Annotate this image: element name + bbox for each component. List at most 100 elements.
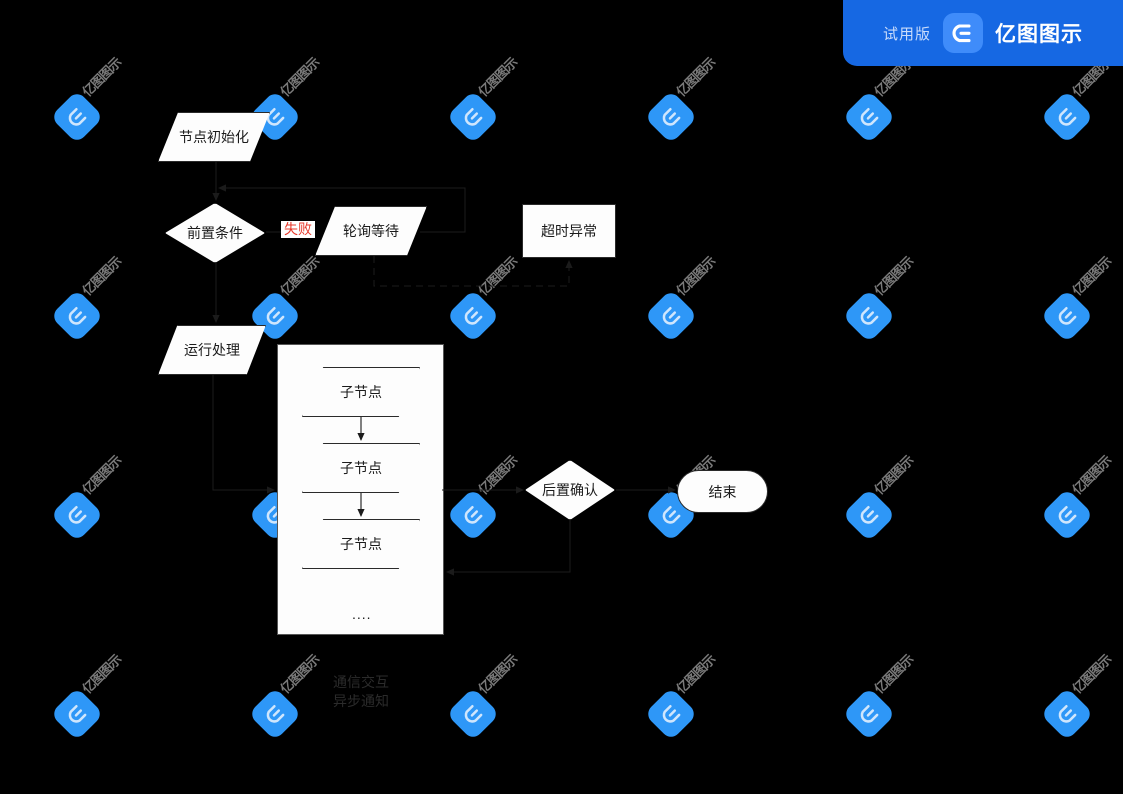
edraw-watermark-icon (446, 289, 500, 343)
edraw-watermark-icon (644, 289, 698, 343)
footnote-异步通知: 异步通知 (333, 693, 389, 709)
watermark-glyph-icon (1040, 90, 1094, 144)
node-子节点-1[interactable]: 子节点 (302, 367, 420, 417)
watermark-mark: 亿图图示 (446, 55, 546, 144)
watermark-mark: 亿图图示 (1040, 652, 1123, 741)
edraw-watermark-icon (644, 687, 698, 741)
edraw-watermark-icon (446, 687, 500, 741)
watermark-text: 亿图图示 (79, 651, 124, 697)
node-超时异常[interactable]: 超时异常 (522, 204, 616, 258)
watermark-mark: 亿图图示 (842, 652, 942, 741)
watermark-glyph-icon (50, 488, 104, 542)
brand-name: 亿图图示 (995, 23, 1083, 46)
node-label: 子节点 (340, 536, 382, 552)
edge-postconf-return (446, 520, 571, 576)
watermark-mark: 亿图图示 (1040, 55, 1123, 144)
edraw-watermark-icon (842, 289, 896, 343)
node-label: 后置确认 (542, 482, 598, 498)
watermark-text: 亿图图示 (79, 452, 124, 498)
watermark-text: 亿图图示 (277, 54, 322, 100)
watermark-mark: 亿图图示 (446, 254, 546, 343)
watermark-glyph-icon (50, 687, 104, 741)
watermark-glyph-icon (50, 289, 104, 343)
watermark-glyph-icon (842, 289, 896, 343)
watermark-text: 亿图图示 (871, 253, 916, 299)
edraw-watermark-icon (1040, 90, 1094, 144)
edraw-watermark-icon (842, 90, 896, 144)
watermark-text: 亿图图示 (1069, 253, 1114, 299)
watermark-glyph-icon (446, 687, 500, 741)
node-运行处理[interactable]: 运行处理 (158, 325, 266, 375)
watermark-text: 亿图图示 (1069, 452, 1114, 498)
ellipsis-label: .... (352, 606, 372, 622)
watermark-glyph-icon (1040, 289, 1094, 343)
watermark-text: 亿图图示 (871, 651, 916, 697)
node-label: 运行处理 (184, 342, 240, 358)
edraw-watermark-icon (50, 687, 104, 741)
watermark-mark: 亿图图示 (248, 55, 348, 144)
watermark-text: 亿图图示 (475, 54, 520, 100)
watermark-mark: 亿图图示 (842, 55, 942, 144)
watermark-text: 亿图图示 (475, 452, 520, 498)
watermark-mark: 亿图图示 (842, 254, 942, 343)
edraw-watermark-icon (50, 289, 104, 343)
watermark-mark: 亿图图示 (1040, 254, 1123, 343)
node-label: 轮询等待 (343, 223, 399, 239)
node-轮询等待[interactable]: 轮询等待 (315, 206, 427, 256)
edraw-watermark-icon (842, 687, 896, 741)
watermark-text: 亿图图示 (79, 253, 124, 299)
watermark-glyph-icon (446, 488, 500, 542)
watermark-mark: 亿图图示 (50, 453, 150, 542)
watermark-glyph-icon (842, 488, 896, 542)
watermark-text: 亿图图示 (475, 651, 520, 697)
edraw-watermark-icon (1040, 687, 1094, 741)
watermark-text: 亿图图示 (1069, 651, 1114, 697)
edraw-watermark-icon (50, 90, 104, 144)
watermark-text: 亿图图示 (871, 452, 916, 498)
watermark-mark: 亿图图示 (644, 652, 744, 741)
watermark-glyph-icon (842, 687, 896, 741)
footnote-通信交互: 通信交互 (333, 674, 389, 690)
edraw-watermark-icon (446, 488, 500, 542)
trial-version-badge[interactable]: 试用版 亿图图示 (843, 0, 1123, 66)
node-后置确认[interactable]: 后置确认 (525, 460, 615, 520)
edraw-watermark-icon (644, 90, 698, 144)
watermark-glyph-icon (644, 687, 698, 741)
watermark-mark: 亿图图示 (842, 453, 942, 542)
edge-label-失败: 失败 (281, 221, 315, 239)
watermark-glyph-icon (248, 687, 302, 741)
watermark-text: 亿图图示 (277, 253, 322, 299)
watermark-glyph-icon (1040, 488, 1094, 542)
edraw-watermark-icon (1040, 488, 1094, 542)
watermark-mark: 亿图图示 (248, 254, 348, 343)
edge-poll-to-timeout (373, 256, 573, 287)
node-label: 结束 (708, 483, 737, 500)
watermark-glyph-icon (644, 289, 698, 343)
edge-run-to-container (212, 375, 275, 494)
node-label: 前置条件 (187, 225, 243, 241)
watermark-mark: 亿图图示 (644, 55, 744, 144)
node-前置条件[interactable]: 前置条件 (165, 203, 265, 263)
edraw-watermark-icon (842, 488, 896, 542)
watermark-mark: 亿图图示 (446, 652, 546, 741)
watermark-mark: 亿图图示 (644, 254, 744, 343)
edraw-watermark-icon (1040, 289, 1094, 343)
watermark-glyph-icon (446, 289, 500, 343)
node-label: 超时异常 (541, 223, 597, 239)
watermark-mark: 亿图图示 (1040, 453, 1123, 542)
watermark-text: 亿图图示 (673, 253, 718, 299)
watermark-text: 亿图图示 (475, 253, 520, 299)
watermark-text: 亿图图示 (277, 651, 322, 697)
watermark-mark: 亿图图示 (50, 652, 150, 741)
watermark-mark: 亿图图示 (50, 55, 150, 144)
watermark-glyph-icon (50, 90, 104, 144)
node-节点初始化[interactable]: 节点初始化 (158, 112, 270, 162)
edraw-watermark-icon (446, 90, 500, 144)
edraw-watermark-icon (248, 687, 302, 741)
watermark-text: 亿图图示 (79, 54, 124, 100)
node-结束[interactable]: 结束 (677, 470, 768, 513)
watermark-glyph-icon (644, 90, 698, 144)
